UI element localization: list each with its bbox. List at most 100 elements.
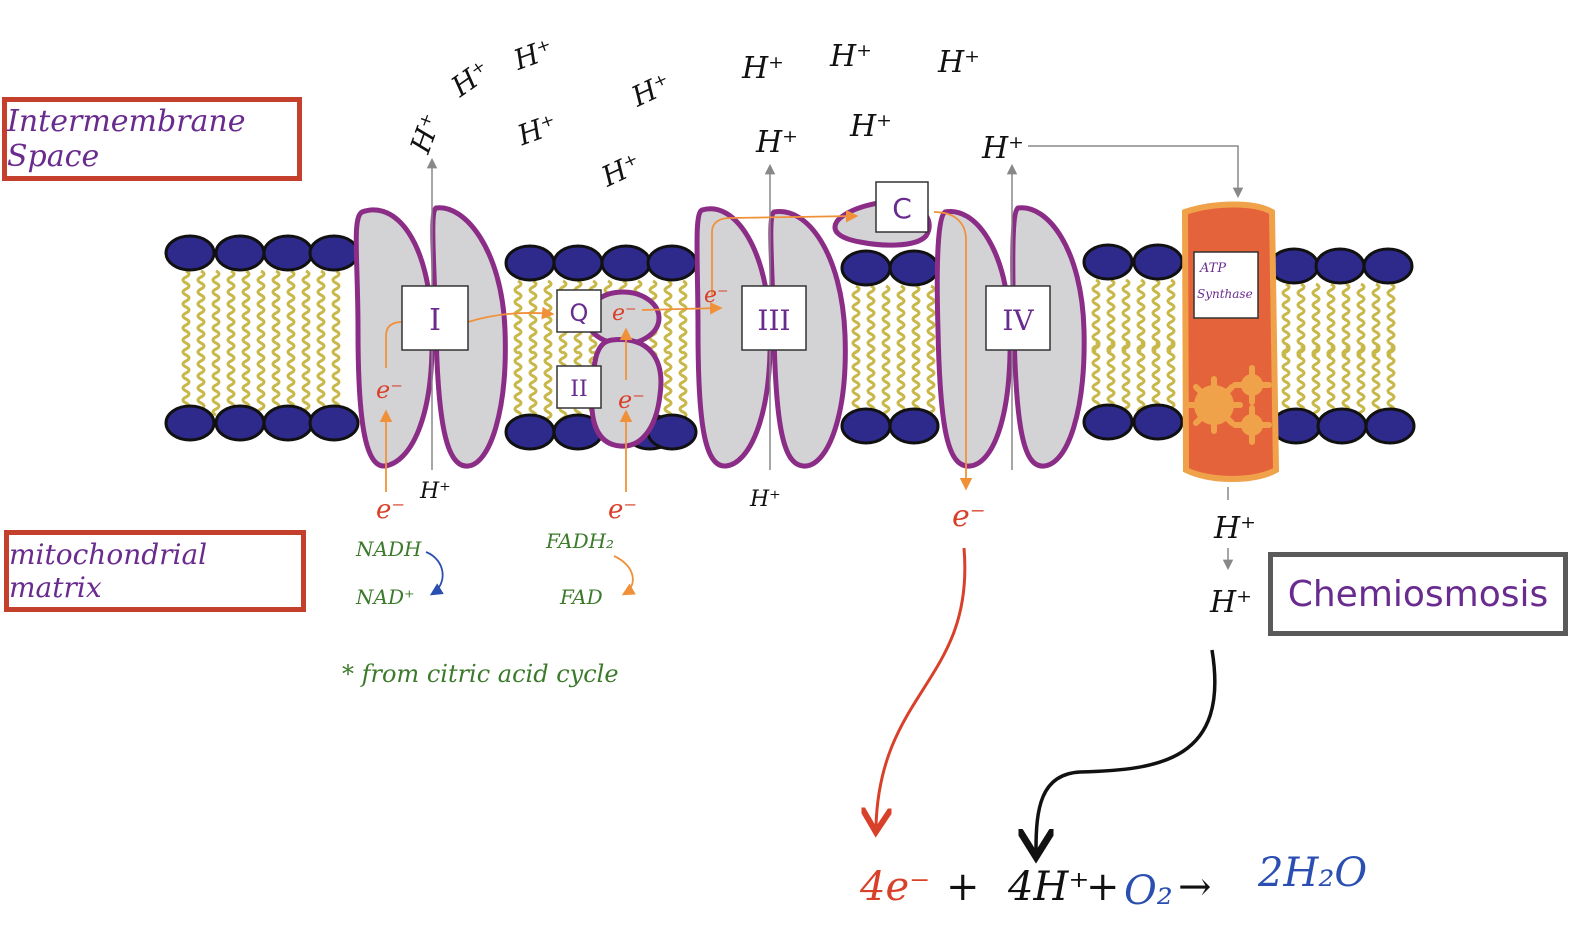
lipid-tail: [256, 341, 266, 417]
lipid-tail: [256, 269, 266, 345]
lipid-head: [552, 244, 604, 282]
nad-plus-label: NAD⁺: [355, 585, 415, 609]
lipid-head: [262, 404, 314, 442]
fadh2-label: FADH₂: [545, 529, 614, 553]
proton-label: H⁺: [403, 109, 448, 158]
lipid-tail: [1091, 278, 1101, 354]
cytochrome-c-label: C: [892, 192, 912, 225]
lipid-head: [214, 404, 266, 442]
lipid-head: [1270, 407, 1322, 445]
lipid-head: [164, 234, 216, 272]
proton-label: H⁺: [829, 39, 872, 74]
lipid-head: [1268, 247, 1320, 285]
electron-label: e⁻: [376, 376, 403, 404]
electron-label: e⁻: [952, 499, 986, 534]
lipid-tail: [181, 341, 191, 417]
chemiosmosis-label-box: Chemiosmosis: [1268, 552, 1568, 636]
lipid-tail: [196, 341, 206, 417]
lipid-tail: [881, 344, 891, 420]
complex-III-label: III: [757, 304, 790, 337]
lipid-tail: [1151, 278, 1161, 354]
lipid-tail: [211, 341, 221, 417]
lipid-head: [308, 234, 360, 272]
lipid-head: [1132, 243, 1184, 281]
lipid-head: [888, 249, 940, 287]
fad-label: FAD: [559, 585, 603, 609]
proton-label: H⁺: [849, 109, 892, 144]
lipid-tail: [1121, 278, 1131, 354]
complex-I-label: I: [429, 303, 441, 338]
lipid-head: [1362, 247, 1414, 285]
intermembrane-space-label-box: Intermembrane Space: [2, 97, 302, 181]
lipid-tail: [301, 269, 311, 345]
lipid-tail: [1341, 344, 1351, 420]
lipid-tail: [896, 344, 906, 420]
lipid-tail: [331, 269, 341, 345]
lipid-tail: [316, 269, 326, 345]
proton-label: H⁺: [419, 479, 451, 504]
lipid-tail: [663, 350, 673, 426]
lipid-tail: [286, 269, 296, 345]
lipid-head: [1132, 403, 1184, 441]
lipid-head: [1082, 243, 1134, 281]
lipid-tail: [331, 341, 341, 417]
lipid-head: [888, 407, 940, 445]
lipid-head: [164, 404, 216, 442]
proton-label: H⁺: [596, 147, 646, 194]
chemiosmosis-label: Chemiosmosis: [1287, 573, 1549, 615]
water-formation-equation: 4e⁻ + 4H⁺ + O₂ → 2H₂O: [859, 850, 1367, 914]
lipid-tail: [271, 341, 281, 417]
lipid-tail: [1166, 278, 1176, 354]
lipid-tail: [1371, 344, 1381, 420]
lipid-tail: [181, 269, 191, 345]
lipid-tail: [1281, 282, 1291, 358]
equation-oxygen: O₂: [1124, 868, 1173, 914]
complex-III-box: III: [741, 285, 807, 351]
complex-IV-box: IV: [985, 285, 1051, 351]
lipid-tail: [1106, 340, 1116, 416]
nadh-conversion-arrow: [425, 551, 444, 596]
complex-I: [353, 205, 508, 469]
lipid-tail: [866, 344, 876, 420]
lipid-tail: [1386, 282, 1396, 358]
nadh-label: NADH: [355, 537, 422, 561]
lipid-tail: [1296, 282, 1306, 358]
equation-plus: +: [1086, 864, 1120, 910]
electron-label: e⁻: [618, 386, 645, 414]
lipid-tail: [1136, 340, 1146, 416]
proton-label: H⁺: [741, 51, 784, 86]
proton-label: H⁺: [512, 108, 561, 153]
lipid-tail: [286, 341, 296, 417]
proton-label: H⁺: [755, 125, 798, 160]
equation-arrow: →: [1178, 864, 1212, 910]
proton-label: H⁺: [749, 487, 781, 512]
cytochrome-c-box: C: [875, 181, 929, 233]
complex-IV-label: IV: [1002, 304, 1034, 337]
lipid-tail: [528, 279, 538, 355]
proton-label: H⁺: [626, 67, 676, 114]
mitochondrial-matrix-label: mitochondrial matrix: [9, 538, 208, 604]
lipid-tail: [1326, 282, 1336, 358]
lipid-head: [1314, 247, 1366, 285]
electron-path-arrows: [379, 209, 973, 492]
electron-label: e⁻: [612, 301, 637, 326]
lipid-head: [262, 234, 314, 272]
lipid-head: [308, 404, 360, 442]
lipid-tail: [528, 350, 538, 426]
equation-electrons: 4e⁻: [859, 864, 930, 910]
lipid-tail: [926, 344, 936, 420]
lipid-tail: [241, 269, 251, 345]
lipid-heads: [164, 234, 1416, 451]
proton-label: H⁺: [937, 45, 980, 80]
electron-label: e⁻: [376, 495, 405, 525]
proton-to-oxygen-arrow: [1036, 649, 1217, 850]
ubiquinone-box: Q: [556, 289, 602, 333]
lipid-head: [840, 249, 892, 287]
lipid-tail: [1356, 344, 1366, 420]
atp-synthase: ATP Synthase: [1181, 201, 1280, 482]
equation-water: 2H₂O: [1257, 850, 1367, 896]
lipid-tail: [911, 344, 921, 420]
electron-label: e⁻: [704, 283, 729, 308]
lipid-head: [214, 234, 266, 272]
